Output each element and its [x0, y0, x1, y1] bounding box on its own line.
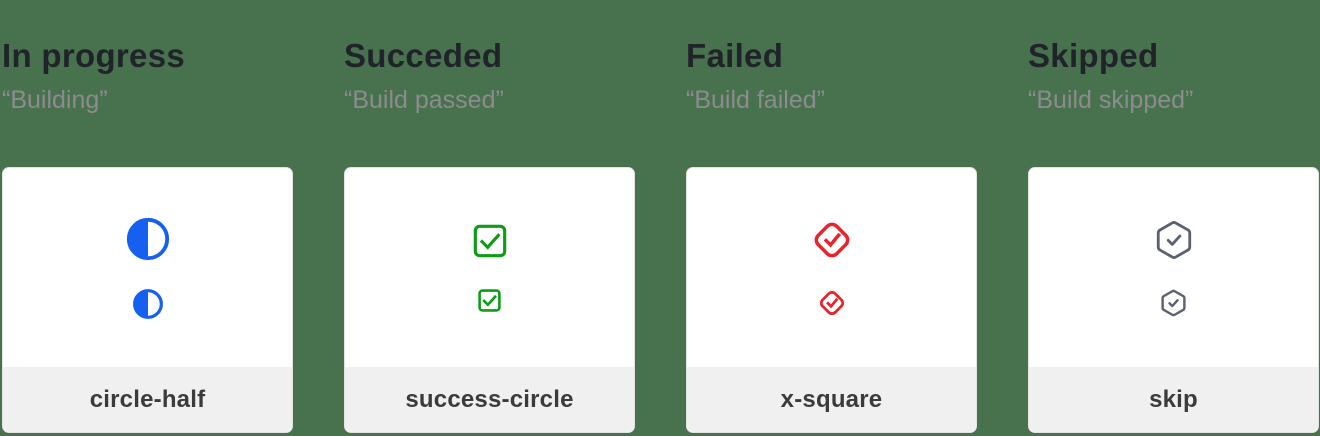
- icon-name-footer: circle-half: [3, 367, 292, 432]
- icon-preview-area: [345, 168, 634, 367]
- icon-card: success-circle: [344, 167, 635, 433]
- column-title: In progress: [2, 37, 186, 74]
- icon-card: skip: [1028, 167, 1319, 433]
- column-subtitle: “Build failed”: [686, 86, 825, 114]
- column-subtitle: “Building”: [2, 86, 108, 114]
- hexagon-check-icon: [1156, 220, 1191, 259]
- hexagon-check-icon: [1161, 289, 1186, 316]
- status-column-failed: Failed “Build failed” x-square: [686, 0, 977, 436]
- column-subtitle: “Build skipped”: [1028, 86, 1194, 114]
- status-column-in-progress: In progress “Building” circle-half: [2, 0, 293, 436]
- icon-card: x-square: [686, 167, 977, 433]
- column-subtitle: “Build passed”: [344, 86, 504, 114]
- status-column-skipped: Skipped “Build skipped” skip: [1028, 0, 1319, 436]
- column-title: Succeded: [344, 37, 503, 74]
- status-column-succeded: Succeded “Build passed” success-circle: [344, 0, 635, 436]
- check-square-icon: [478, 289, 501, 312]
- circle-half-icon: [126, 217, 169, 260]
- icon-name-label: x-square: [780, 385, 883, 413]
- circle-half-icon: [132, 288, 163, 319]
- icon-card: circle-half: [2, 167, 293, 433]
- icon-name-label: circle-half: [89, 385, 206, 413]
- icon-name-label: success-circle: [405, 385, 574, 413]
- column-title: Failed: [686, 37, 784, 74]
- icon-preview-area: [687, 168, 976, 367]
- icon-preview-area: [3, 168, 292, 367]
- icon-name-footer: x-square: [687, 367, 976, 432]
- diamond-check-icon: [814, 222, 849, 257]
- check-square-icon: [473, 224, 506, 258]
- icon-preview-area: [1029, 168, 1318, 367]
- icon-name-footer: skip: [1029, 367, 1318, 432]
- diamond-check-icon: [819, 290, 844, 315]
- icon-name-label: skip: [1149, 385, 1198, 413]
- icon-name-footer: success-circle: [345, 367, 634, 432]
- column-title: Skipped: [1028, 37, 1159, 74]
